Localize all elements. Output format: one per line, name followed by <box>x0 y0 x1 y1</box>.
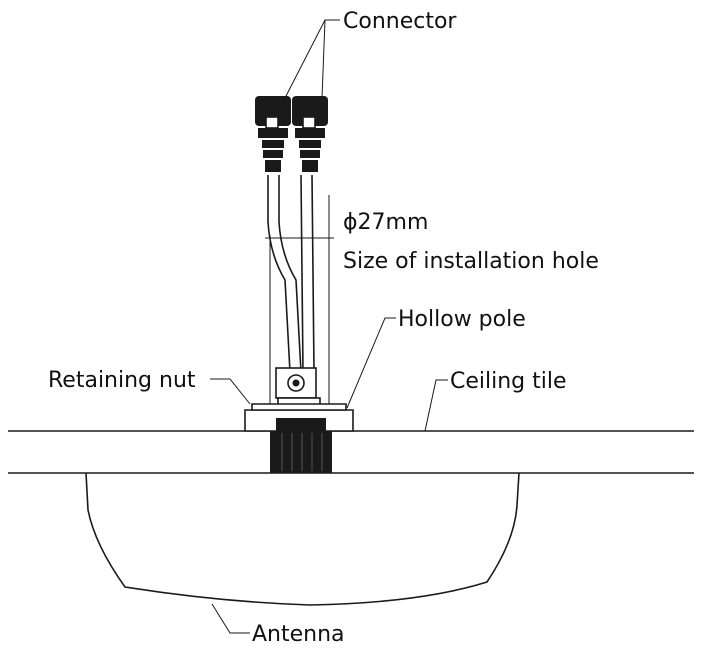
installation-hole-guides <box>265 195 334 431</box>
retaining-nut <box>244 403 354 432</box>
connector-label: Connector <box>343 9 457 34</box>
diameter-label: ϕ27mm <box>343 210 428 235</box>
connector-left <box>255 96 291 172</box>
ceiling-tile <box>8 430 694 474</box>
leader-lines <box>210 19 448 634</box>
retaining-nut-label: Retaining nut <box>48 368 196 393</box>
cables <box>267 174 315 373</box>
connector-right <box>292 96 328 172</box>
hollow-pole-label: Hollow pole <box>398 307 526 332</box>
antenna-body <box>85 472 520 606</box>
hole-size-label: Size of installation hole <box>343 249 599 274</box>
antenna-label: Antenna <box>252 622 345 647</box>
hollow-pole <box>270 367 332 473</box>
ceiling-tile-label: Ceiling tile <box>450 369 567 394</box>
